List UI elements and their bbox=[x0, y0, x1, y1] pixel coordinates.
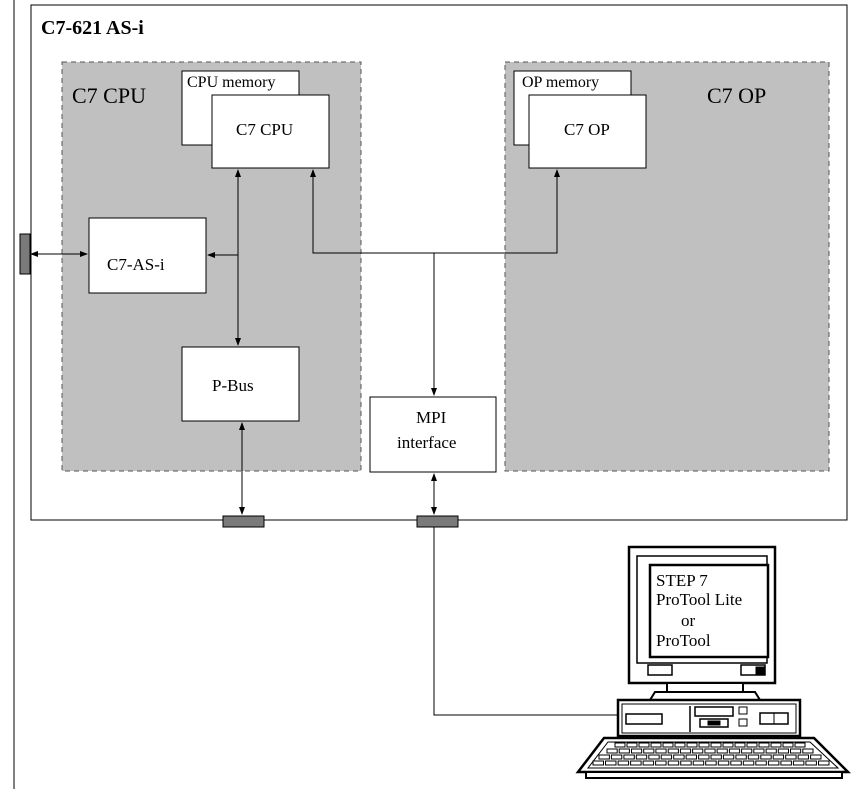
keyboard-key bbox=[617, 760, 630, 766]
keyboard-key bbox=[704, 748, 716, 754]
keyboard-key bbox=[777, 748, 789, 754]
keyboard-key bbox=[741, 748, 753, 754]
keyboard-key bbox=[692, 748, 704, 754]
keyboard-key bbox=[747, 754, 760, 760]
keyboard-key bbox=[785, 754, 797, 760]
keyboard-key bbox=[631, 748, 643, 754]
keyboard-key bbox=[630, 760, 642, 766]
keyboard-key bbox=[655, 748, 667, 754]
keyboard-key bbox=[667, 748, 679, 754]
keyboard-key bbox=[705, 760, 717, 766]
keyboard-key bbox=[635, 754, 648, 760]
op-memory-label: OP memory bbox=[522, 74, 600, 91]
keyboard-key bbox=[767, 760, 780, 766]
keyboard-key bbox=[598, 754, 610, 760]
keyboard-key bbox=[722, 742, 734, 748]
cpu-region-label: C7 CPU bbox=[72, 83, 146, 108]
keyboard-key bbox=[679, 748, 692, 754]
keyboard-key bbox=[614, 742, 626, 748]
keyboard-key bbox=[805, 760, 817, 766]
keyboard-key bbox=[772, 754, 785, 760]
keyboard-key bbox=[782, 742, 794, 748]
keyboard-key bbox=[818, 760, 830, 766]
keyboard-key bbox=[686, 742, 698, 748]
keyboard-key bbox=[673, 754, 685, 760]
pc-screen-line4: ProTool bbox=[656, 631, 711, 650]
keyboard-key bbox=[638, 742, 650, 748]
keyboard-key bbox=[692, 760, 705, 766]
keyboard-key bbox=[662, 742, 674, 748]
pbus-label: P-Bus bbox=[212, 376, 254, 395]
mpi-bus-link bbox=[310, 169, 560, 254]
c7-asi-box bbox=[88, 217, 207, 294]
diagram-title: C7-621 AS-i bbox=[41, 17, 144, 39]
keyboard-key bbox=[710, 742, 722, 748]
keyboard-key bbox=[760, 754, 772, 760]
asi-connector bbox=[19, 233, 31, 275]
keyboard-keys bbox=[592, 742, 830, 766]
c7-asi-label: C7-AS-i bbox=[107, 255, 165, 274]
keyboard-key bbox=[698, 754, 710, 760]
keyboard-key bbox=[610, 754, 623, 760]
cpu-memory-label: CPU memory bbox=[187, 74, 276, 91]
pbus-connector bbox=[222, 515, 265, 528]
keyboard-key bbox=[698, 742, 710, 748]
keyboard-key bbox=[765, 748, 777, 754]
keyboard-key bbox=[802, 748, 814, 754]
keyboard-key bbox=[685, 754, 697, 760]
keyboard-key bbox=[792, 760, 805, 766]
keyboard-key bbox=[605, 760, 617, 766]
mpi-label-line1: MPI bbox=[416, 408, 447, 427]
pc-screen-line3: or bbox=[681, 611, 696, 630]
keyboard-key bbox=[626, 742, 638, 748]
keyboard-key bbox=[710, 754, 722, 760]
keyboard-key bbox=[667, 760, 680, 766]
c7-op-box bbox=[528, 94, 647, 169]
keyboard-key bbox=[655, 760, 667, 766]
keyboard-key bbox=[650, 742, 662, 748]
c7-cpu-box bbox=[211, 94, 330, 169]
keyboard-key bbox=[722, 754, 735, 760]
keyboard-key bbox=[728, 748, 741, 754]
keyboard-key bbox=[730, 760, 742, 766]
c7-op-label: C7 OP bbox=[564, 120, 610, 139]
mpi-connector bbox=[416, 515, 459, 528]
keyboard-key bbox=[623, 754, 635, 760]
op-region-label: C7 OP bbox=[707, 83, 767, 108]
keyboard-key bbox=[780, 760, 792, 766]
keyboard-key bbox=[674, 742, 686, 748]
keyboard-key bbox=[716, 748, 728, 754]
mpi-label-line2: interface bbox=[397, 433, 457, 452]
keyboard-key bbox=[755, 760, 767, 766]
pbus-box bbox=[181, 346, 300, 422]
keyboard-key bbox=[680, 760, 692, 766]
keyboard-key bbox=[797, 754, 809, 760]
mpi-interface-box bbox=[369, 396, 497, 473]
keyboard-key bbox=[742, 760, 755, 766]
keyboard-key bbox=[770, 742, 782, 748]
keyboard-key bbox=[660, 754, 673, 760]
keyboard-key bbox=[794, 742, 806, 748]
keyboard-key bbox=[717, 760, 730, 766]
pc-screen-line2: ProTool Lite bbox=[656, 590, 743, 609]
keyboard-key bbox=[606, 748, 618, 754]
keyboard-key bbox=[735, 754, 747, 760]
keyboard-key bbox=[746, 742, 758, 748]
keyboard-key bbox=[810, 754, 822, 760]
keyboard-key bbox=[758, 742, 770, 748]
keyboard-key bbox=[642, 760, 655, 766]
keyboard-key bbox=[592, 760, 604, 766]
keyboard-key bbox=[753, 748, 765, 754]
keyboard-key bbox=[734, 742, 746, 748]
pc-screen-line1: STEP 7 bbox=[656, 571, 708, 590]
keyboard-key bbox=[618, 748, 630, 754]
c7-cpu-label: C7 CPU bbox=[236, 120, 294, 139]
pc-cable bbox=[433, 527, 620, 716]
keyboard-key bbox=[648, 754, 660, 760]
keyboard-key bbox=[643, 748, 655, 754]
keyboard-key bbox=[790, 748, 802, 754]
